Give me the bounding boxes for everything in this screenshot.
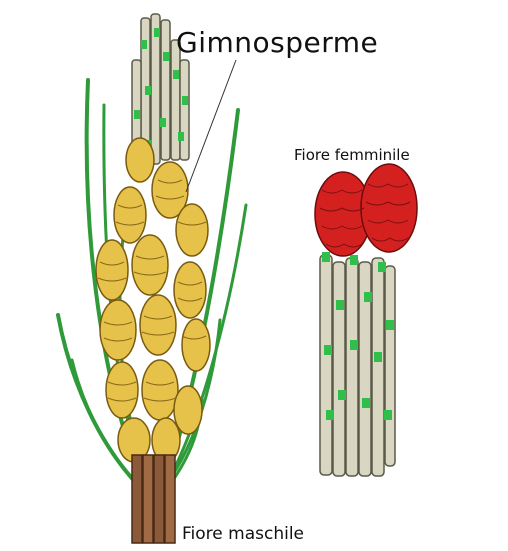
male-flower-label: Fiore maschile	[182, 524, 304, 544]
female-flower	[315, 164, 417, 476]
male-base	[132, 455, 175, 543]
title-label: Gimnosperme	[176, 26, 378, 59]
male-cones	[96, 138, 210, 462]
female-cones	[315, 164, 417, 256]
female-flower-label: Fiore femminile	[294, 146, 410, 164]
male-shoot	[58, 14, 246, 543]
female-stem	[320, 255, 395, 476]
